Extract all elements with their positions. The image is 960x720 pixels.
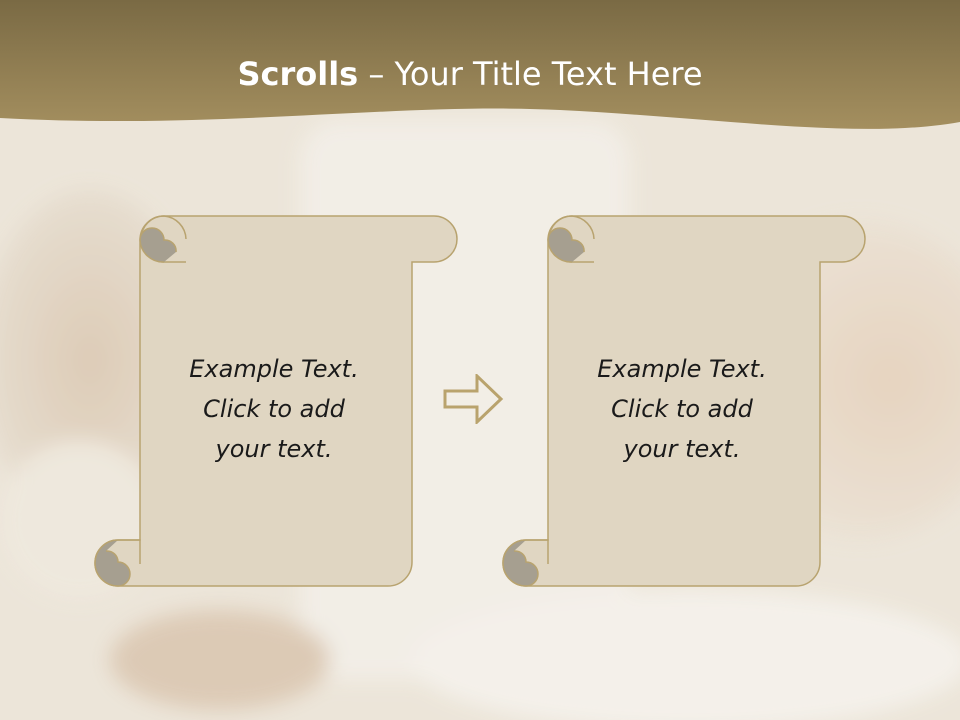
scroll-shape-icon — [94, 215, 458, 587]
right-arrow-outline-icon — [443, 374, 504, 424]
scroll-left[interactable]: Example Text. Click to add your text. — [94, 214, 460, 588]
scroll-line: Example Text. — [189, 355, 359, 383]
scroll-left-text[interactable]: Example Text. Click to add your text. — [154, 349, 394, 469]
scroll-line: your text. — [623, 435, 741, 463]
scroll-line: your text. — [215, 435, 333, 463]
scroll-right[interactable]: Example Text. Click to add your text. — [502, 214, 868, 588]
slide-title: Scrolls – Your Title Text Here — [0, 52, 940, 96]
scroll-right-text[interactable]: Example Text. Click to add your text. — [562, 349, 802, 469]
scroll-line: Click to add — [203, 395, 345, 423]
scroll-shape-icon — [502, 215, 866, 587]
scroll-line: Click to add — [611, 395, 753, 423]
title-bold: Scrolls — [237, 55, 359, 93]
title-rest: – Your Title Text Here — [358, 55, 703, 93]
scroll-line: Example Text. — [597, 355, 767, 383]
